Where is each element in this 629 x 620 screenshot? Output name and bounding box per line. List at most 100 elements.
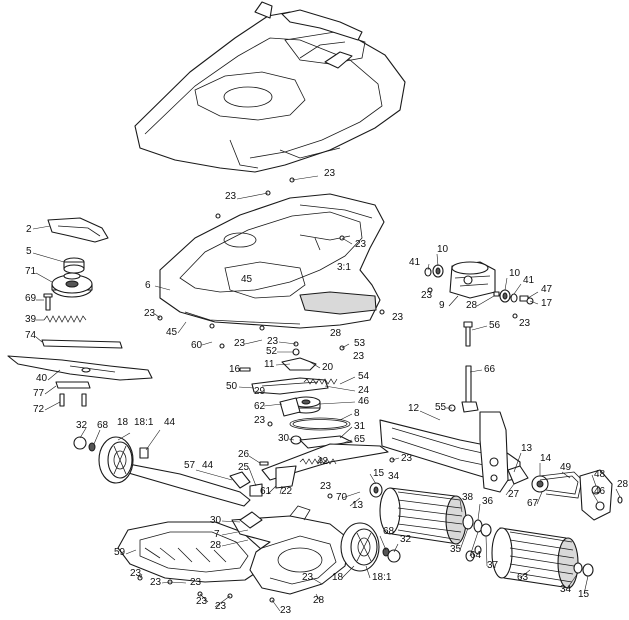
part-number-label: 46	[594, 486, 606, 497]
part-number-label: 23	[254, 415, 266, 426]
part-number-label: 23	[196, 596, 208, 607]
bracket-2	[47, 217, 109, 243]
part-number-label: 34	[560, 584, 572, 595]
bolt-69	[43, 293, 53, 311]
part-number-label: 39	[25, 314, 37, 325]
part-number-label: 47	[541, 284, 553, 295]
right-hub-parts	[424, 261, 534, 305]
part-number-label: 60	[191, 340, 203, 351]
part-number-label: 16	[229, 364, 241, 375]
fasteners	[137, 177, 518, 603]
spring-65	[299, 458, 337, 465]
part-number-label: 40	[36, 373, 48, 384]
part-11	[281, 357, 317, 371]
part-number-label: 49	[560, 462, 572, 473]
plate-77	[55, 381, 91, 389]
center-parts	[239, 357, 353, 449]
spacer-5	[63, 257, 85, 274]
part-number-label: 45	[241, 274, 253, 285]
part-number-label: 52	[266, 346, 278, 357]
left-small-parts	[43, 217, 109, 323]
part-number-label: 23	[234, 338, 246, 349]
spring-54	[303, 378, 338, 385]
part-number-label: 64	[470, 550, 482, 561]
part-number-label: 23	[401, 453, 413, 464]
part-number-label: 24	[358, 385, 370, 396]
part-number-label: 46	[358, 396, 370, 407]
part-number-label: 23	[225, 191, 237, 202]
top-cover	[134, 1, 406, 173]
part-number-label: 57	[184, 460, 196, 471]
part-number-label: 42	[317, 456, 329, 467]
part-number-label: 18	[117, 417, 129, 428]
wheel-right	[340, 522, 401, 572]
part-number-label: 23	[190, 577, 202, 588]
part-number-label: 71	[25, 266, 37, 277]
bearing-10-right	[499, 289, 511, 303]
part-number-label: 50	[226, 381, 238, 392]
levers	[461, 321, 479, 413]
part-number-label: 63	[517, 572, 529, 583]
part-number-label: 13	[521, 443, 533, 454]
part-number-label: 77	[33, 388, 45, 399]
part-number-label: 20	[322, 362, 334, 373]
part-number-label: 53	[354, 338, 366, 349]
pulley-71	[51, 272, 93, 298]
deck	[159, 193, 385, 329]
wheel-left	[73, 436, 149, 484]
part-22	[275, 465, 297, 489]
part-number-label: 72	[33, 404, 45, 415]
part-number-label: 5	[26, 246, 32, 257]
part-number-label: 27	[508, 489, 520, 500]
part-number-label: 30	[210, 515, 222, 526]
part-number-label: 68	[383, 526, 395, 537]
part-number-label: 28	[330, 328, 342, 339]
part-number-label: 74	[25, 330, 37, 341]
part-number-label: 56	[489, 320, 501, 331]
part-number-label: 23	[324, 168, 336, 179]
side-frame	[379, 411, 529, 493]
part-number-label: 14	[540, 453, 552, 464]
part-number-label: 18:1	[134, 417, 154, 428]
bearing-10-left	[432, 264, 444, 278]
part-number-label: 23	[519, 318, 531, 329]
part-number-label: 9	[439, 300, 445, 311]
part-number-label: 22	[281, 486, 293, 497]
part-number-label: 7	[214, 529, 220, 540]
part-number-label: 32	[76, 420, 88, 431]
blade-40	[7, 355, 153, 381]
spring-39	[43, 315, 87, 323]
part-number-label: 65	[354, 434, 366, 445]
part-number-label: 23	[421, 290, 433, 301]
part-number-label: 11	[264, 359, 275, 370]
roller-upper	[369, 482, 492, 562]
part-number-label: 25	[238, 462, 250, 473]
part-number-label: 55	[435, 402, 447, 413]
part-number-label: 70	[336, 492, 348, 503]
part-number-label: 23	[353, 351, 365, 362]
part-number-label: 45	[166, 327, 178, 338]
part-number-label: 41	[409, 257, 421, 268]
part-number-label: 15	[373, 468, 385, 479]
blade-assembly	[7, 339, 153, 407]
chain-drive	[531, 469, 623, 521]
part-number-label: 10	[509, 268, 521, 279]
part-61	[249, 483, 263, 497]
part-number-label: 68	[97, 420, 109, 431]
cap-32-left	[73, 436, 87, 450]
part-number-label: 59	[114, 547, 126, 558]
part-number-label: 69	[25, 293, 37, 304]
part-number-label: 67	[527, 498, 539, 509]
part-number-label: 32	[400, 534, 412, 545]
part-number-label: 18:1	[372, 572, 392, 583]
part-number-label: 23	[267, 336, 279, 347]
part-number-label: 23	[302, 572, 314, 583]
part-number-label: 6	[145, 280, 151, 291]
cap-32-right	[387, 549, 401, 563]
roller-lower	[491, 527, 594, 589]
part-number-label: 28	[466, 300, 478, 311]
part-number-label: 2	[26, 224, 32, 235]
part-number-label: 28	[313, 595, 325, 606]
